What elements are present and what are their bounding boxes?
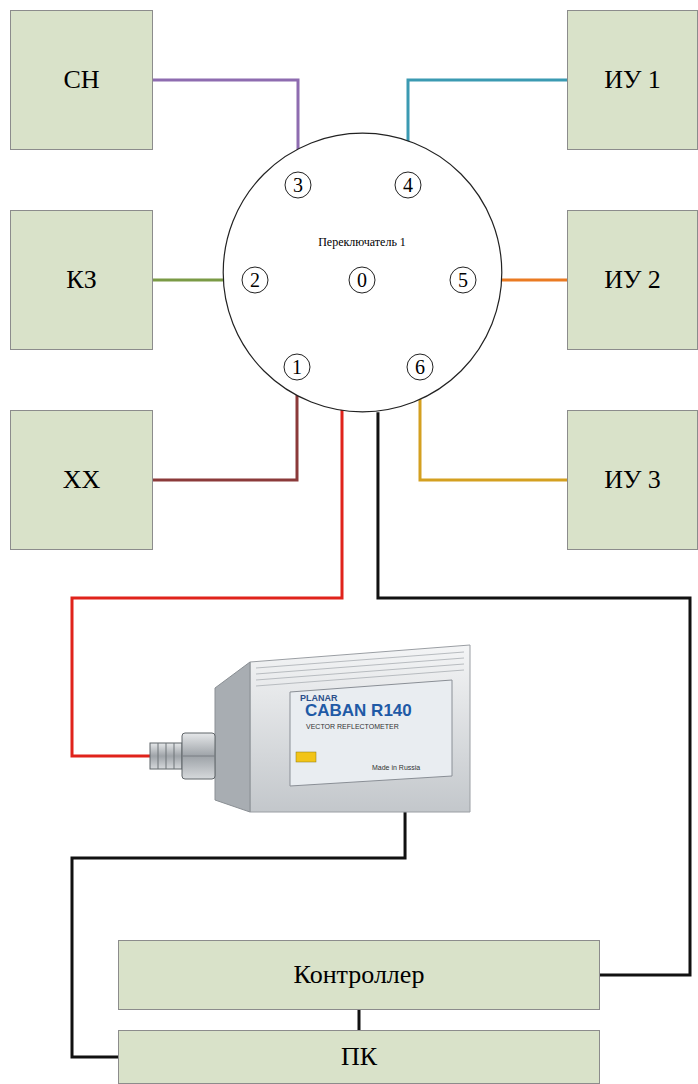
- model-label: CABAN R140: [305, 702, 412, 721]
- device-box: ИУ 2: [567, 210, 698, 350]
- terminal-box: КЗ: [10, 210, 153, 350]
- box-label: ИУ 2: [604, 266, 661, 295]
- box-label: СН: [63, 66, 99, 95]
- port-number: 3: [293, 174, 303, 196]
- connector-thread-lines: [158, 743, 174, 769]
- warning-sticker: [296, 752, 316, 762]
- box-label: ИУ 3: [604, 466, 661, 495]
- box-label: ХХ: [63, 466, 101, 495]
- cable-line: [153, 381, 297, 480]
- connector-thread: [150, 743, 182, 769]
- port-number: 0: [357, 269, 367, 291]
- device-box: ИУ 1: [567, 10, 698, 150]
- switch-outline: [223, 133, 502, 412]
- box-label: ИУ 1: [604, 66, 661, 95]
- port-number: 4: [403, 174, 413, 196]
- port-outline: [242, 267, 268, 293]
- port-number: 1: [292, 356, 302, 378]
- port-circle: 5: [449, 266, 477, 294]
- port-outline: [450, 267, 476, 293]
- pc-box: ПК: [118, 1030, 600, 1084]
- port-outline: [407, 354, 433, 380]
- connector-nut-edge: [182, 756, 215, 757]
- port-circle: 4: [394, 171, 422, 199]
- cable-line: [420, 381, 567, 480]
- cable-line: [358, 1010, 361, 1030]
- port-number: 2: [250, 269, 260, 291]
- device-body: [250, 645, 470, 812]
- origin-label: Made in Russia: [372, 764, 420, 772]
- terminal-box: СН: [10, 10, 153, 150]
- device-end-face: [215, 662, 250, 812]
- port-outline: [349, 267, 375, 293]
- controller-box: Контроллер: [118, 940, 600, 1010]
- cable-line: [153, 80, 298, 171]
- port-number: 5: [458, 269, 468, 291]
- switch-label: Переключатель 1: [318, 235, 406, 250]
- connector-nut: [182, 733, 215, 779]
- cable-line: [72, 812, 405, 1057]
- type-label: VECTOR REFLECTOMETER: [306, 723, 399, 731]
- port-outline: [284, 354, 310, 380]
- switch-circle: Переключатель 1 3 4 2 0 5 1 6: [222, 132, 503, 413]
- brand-label: PLANAR: [300, 694, 338, 704]
- box-label: ПК: [341, 1043, 377, 1072]
- device-box: ИУ 3: [567, 410, 698, 550]
- reflectometer-node: CABAN R140VECTOR REFLECTOMETER: [150, 640, 470, 812]
- heat-sink-fins: [256, 652, 464, 686]
- port-outline: [285, 172, 311, 198]
- terminal-box: ХХ: [10, 410, 153, 550]
- port-circle: 1: [283, 353, 311, 381]
- box-label: КЗ: [66, 266, 96, 295]
- port-circle: 2: [241, 266, 269, 294]
- label-panel: [290, 680, 452, 786]
- port-outline: [395, 172, 421, 198]
- port-circle: 6: [406, 353, 434, 381]
- port-circle: 0: [348, 266, 376, 294]
- box-label: Контроллер: [294, 961, 425, 990]
- port-number: 6: [415, 356, 425, 378]
- port-circle: 3: [284, 171, 312, 199]
